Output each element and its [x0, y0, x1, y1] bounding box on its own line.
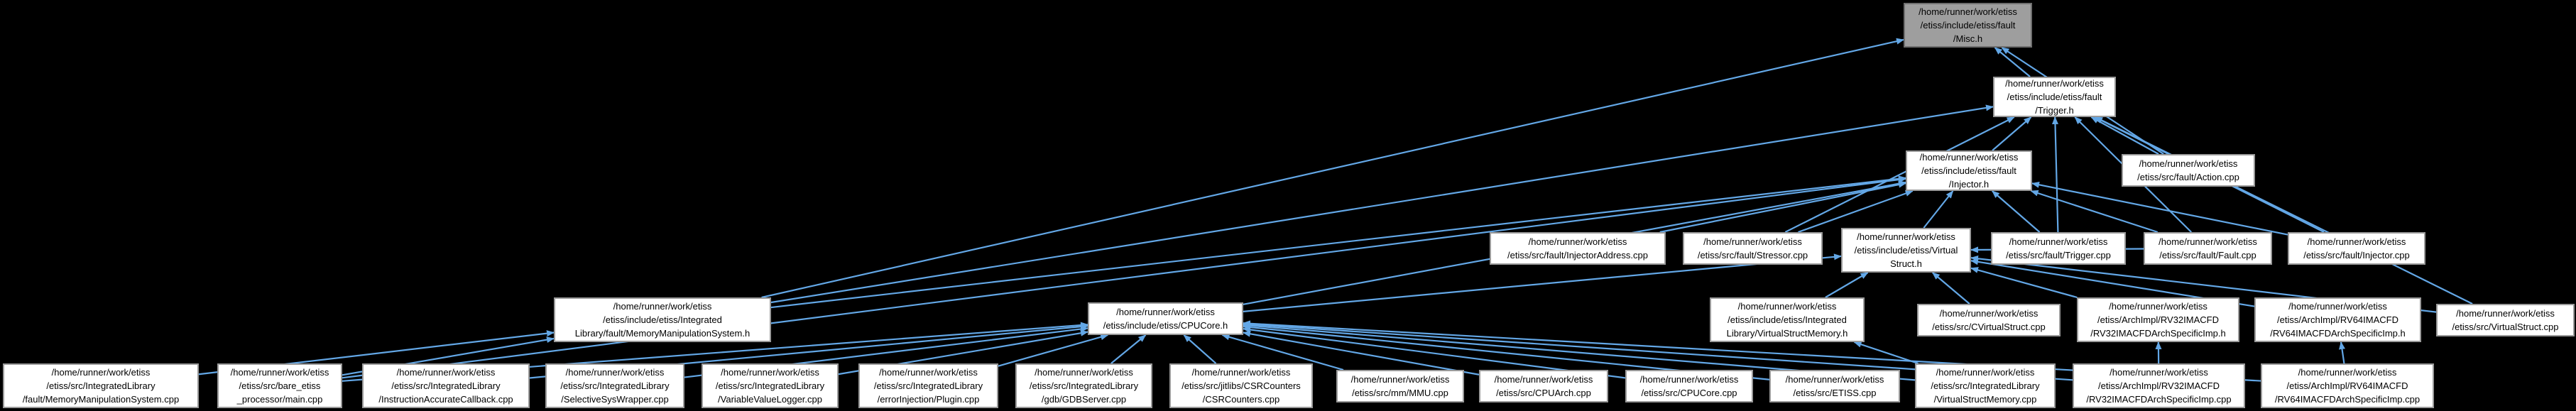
graph-node-csr_cpp[interactable]: /home/runner/work/etiss /etiss/src/jitli…: [1169, 363, 1313, 408]
edge-mms_h-to-misc_h: [761, 38, 1904, 299]
edge-virtualstruct_h-to-injector_h: [1923, 190, 1954, 229]
graph-node-iac_cpp[interactable]: /home/runner/work/etiss /etiss/src/Integ…: [362, 363, 530, 408]
edge-trigger_cpp-to-trigger_h: [2051, 116, 2059, 233]
graph-node-virtualstruct_cpp[interactable]: /home/runner/work/etiss /etiss/src/Virtu…: [2436, 304, 2575, 336]
edge-cpuarch_cpp-to-cpucore_h: [1243, 330, 1480, 376]
graph-node-stressor_cpp[interactable]: /home/runner/work/etiss /etiss/src/fault…: [1683, 232, 1823, 265]
graph-node-ssw_cpp[interactable]: /home/runner/work/etiss /etiss/src/Integ…: [545, 363, 684, 408]
graph-node-injector_h[interactable]: /home/runner/work/etiss /etiss/include/e…: [1906, 150, 2032, 191]
graph-node-gdb_cpp[interactable]: /home/runner/work/etiss /etiss/src/Integ…: [1015, 363, 1152, 408]
edge-vsm_h-to-virtualstruct_h: [1825, 272, 1869, 298]
edge-mmu_cpp-to-cpucore_h: [1221, 334, 1344, 371]
graph-node-vvl_cpp[interactable]: /home/runner/work/etiss /etiss/src/Integ…: [702, 363, 839, 408]
edge-mms_h-to-trigger_h: [770, 104, 1994, 304]
edge-gdb_cpp-to-cpucore_h: [1110, 334, 1147, 364]
edge-stressor_cpp-to-trigger_h: [1784, 116, 2015, 233]
edge-virtualstruct_cpp-to-trigger_h: [2095, 116, 2473, 305]
graph-node-rv32_cpp[interactable]: /home/runner/work/etiss /etiss/ArchImpl/…: [2073, 363, 2245, 408]
graph-node-mms_h[interactable]: /home/runner/work/etiss /etiss/include/e…: [554, 297, 771, 342]
edge-stressor_cpp-to-injector_h: [1798, 190, 1914, 234]
graph-node-mms_cpp[interactable]: /home/runner/work/etiss /etiss/src/Integ…: [3, 363, 199, 408]
edge-rv32_h-to-virtualstruct_h: [1970, 267, 2078, 299]
graph-node-cpucore_h[interactable]: /home/runner/work/etiss /etiss/include/e…: [1088, 302, 1243, 335]
edge-main_cpp-to-injector_h: [342, 176, 1906, 379]
edge-trigger_cpp-to-injector_h: [1992, 190, 2041, 233]
graph-node-cpuarch_cpp[interactable]: /home/runner/work/etiss /etiss/src/CPUAr…: [1479, 370, 1608, 402]
edge-cvirtualstruct_cpp-to-virtualstruct_h: [1931, 272, 1970, 305]
graph-node-rv64_cpp[interactable]: /home/runner/work/etiss /etiss/ArchImpl/…: [2261, 363, 2434, 408]
graph-node-trigger_h[interactable]: /home/runner/work/etiss /etiss/include/e…: [1993, 77, 2116, 117]
edge-trigger_h-to-misc_h: [1994, 47, 2031, 77]
edge-mms_h-to-injector_h: [770, 175, 1906, 309]
graph-node-main_cpp[interactable]: /home/runner/work/etiss /etiss/src/bare_…: [217, 363, 342, 408]
edge-rv64_cpp-to-rv64_h: [2339, 341, 2345, 364]
edge-csr_cpp-to-cpucore_h: [1183, 334, 1217, 364]
graph-node-injectoraddress_cpp[interactable]: /home/runner/work/etiss /etiss/src/fault…: [1490, 232, 1666, 265]
edge-action_cpp-to-trigger_h: [2090, 116, 2159, 155]
graph-node-injector_cpp[interactable]: /home/runner/work/etiss /etiss/src/fault…: [2288, 232, 2425, 265]
edge-vsm_cpp-to-vsm_h: [1853, 341, 1919, 365]
graph-node-mmu_cpp[interactable]: /home/runner/work/etiss /etiss/src/mm/MM…: [1336, 370, 1464, 402]
edge-cpucore_cpp-to-cpucore_h: [1243, 326, 1626, 379]
graph-node-rv32_h[interactable]: /home/runner/work/etiss /etiss/ArchImpl/…: [2077, 297, 2239, 342]
edge-plugin_cpp-to-cpucore_h: [998, 334, 1109, 367]
graph-node-rv64_h[interactable]: /home/runner/work/etiss /etiss/ArchImpl/…: [2254, 297, 2421, 342]
edge-injectoraddress_cpp-to-injector_h: [1659, 181, 1906, 234]
graph-node-trigger_cpp[interactable]: /home/runner/work/etiss /etiss/src/fault…: [1991, 232, 2126, 265]
graph-node-action_cpp[interactable]: /home/runner/work/etiss /etiss/src/fault…: [2122, 154, 2255, 187]
graph-node-fault_cpp[interactable]: /home/runner/work/etiss /etiss/src/fault…: [2144, 232, 2272, 265]
edge-cpucore_h-to-virtualstruct_h: [1243, 253, 1842, 312]
graph-node-vsm_cpp[interactable]: /home/runner/work/etiss /etiss/src/Integ…: [1915, 363, 2056, 408]
graph-node-plugin_cpp[interactable]: /home/runner/work/etiss /etiss/src/Integ…: [858, 363, 998, 408]
graph-node-vsm_h[interactable]: /home/runner/work/etiss /etiss/include/e…: [1710, 297, 1865, 342]
graph-node-cpucore_cpp[interactable]: /home/runner/work/etiss /etiss/src/CPUCo…: [1625, 370, 1753, 402]
edge-injector_cpp-to-injector_h: [2031, 181, 2288, 236]
graph-node-etiss_cpp[interactable]: /home/runner/work/etiss /etiss/src/ETISS…: [1769, 370, 1900, 402]
edge-injector_h-to-trigger_h: [1992, 116, 2032, 151]
graph-node-cvirtualstruct_cpp[interactable]: /home/runner/work/etiss /etiss/src/CVirt…: [1917, 304, 2061, 336]
graph-node-misc_h: /home/runner/work/etiss /etiss/include/e…: [1904, 3, 2032, 48]
graph-node-virtualstruct_h[interactable]: /home/runner/work/etiss /etiss/include/e…: [1841, 228, 1971, 273]
edge-fault_cpp-to-injector_h: [2030, 190, 2159, 234]
